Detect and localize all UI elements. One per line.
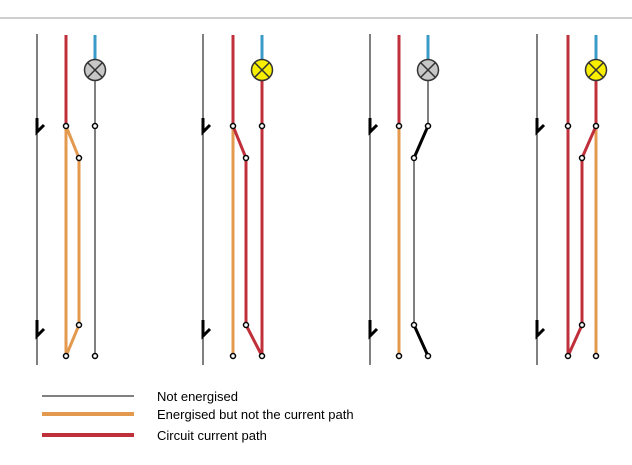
terminal-points <box>395 122 432 360</box>
switch-symbol <box>35 320 46 340</box>
wire-current-path <box>580 80 598 159</box>
circuit-3 <box>368 34 440 365</box>
lamp-on-icon <box>250 58 274 82</box>
terminal-points <box>229 122 266 360</box>
switch-symbol <box>535 118 546 136</box>
legend: Not energised Energised but not the curr… <box>42 389 354 443</box>
switch-symbol <box>201 320 212 340</box>
wire-energised <box>64 125 81 357</box>
circuit-4 <box>535 34 608 365</box>
switch-symbol <box>201 118 212 136</box>
wire-current-path <box>566 126 584 357</box>
switch-symbol <box>368 320 379 340</box>
legend-label-not-energised: Not energised <box>157 389 238 404</box>
switch-contact <box>412 324 430 357</box>
switch-symbol <box>535 320 546 340</box>
switch-symbol <box>35 118 46 136</box>
circuit-1 <box>35 34 107 365</box>
wire-current-path <box>231 80 264 357</box>
switch-symbol <box>368 118 379 136</box>
lamp-off-icon <box>83 58 107 82</box>
switch-contact <box>412 125 430 159</box>
circuit-2 <box>201 34 274 365</box>
legend-label-current-path: Circuit current path <box>157 428 267 443</box>
lamp-on-icon <box>584 58 608 82</box>
terminal-points <box>62 122 99 360</box>
legend-item-not-energised: Not energised <box>42 389 238 404</box>
legend-item-energised: Energised but not the current path <box>42 407 354 422</box>
terminal-points <box>564 122 600 360</box>
lamp-off-icon <box>416 58 440 82</box>
legend-label-energised: Energised but not the current path <box>157 407 354 422</box>
legend-item-current-path: Circuit current path <box>42 428 267 443</box>
